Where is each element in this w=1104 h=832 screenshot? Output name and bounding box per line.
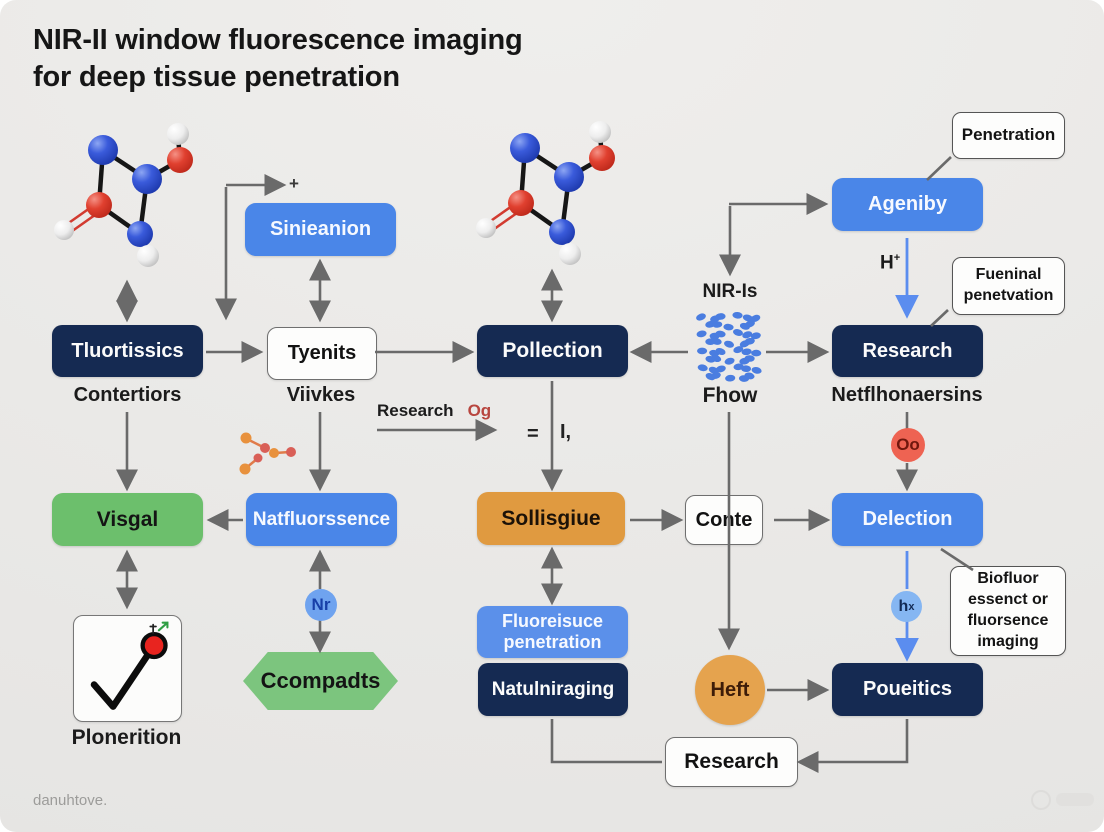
biofluor-line-4: imaging — [977, 632, 1039, 650]
callout-fueninal: Fueninal penetvation — [952, 257, 1065, 315]
oo-badge: Oo — [891, 428, 925, 462]
trend-check-icon — [90, 621, 169, 710]
caption-plonerition: Plonerition — [71, 726, 182, 749]
node-visgal: Visgal — [52, 493, 203, 546]
node-ccompadts: Ccompadts — [243, 652, 398, 710]
node-sinieanion: Sinieanion — [245, 203, 396, 256]
title-line-1: NIR-II window fluorescence imaging — [33, 24, 523, 56]
molecule-left-icon — [54, 123, 193, 267]
fueninal-line-1: Fueninal — [975, 266, 1042, 284]
corner-watermark — [1031, 790, 1094, 810]
molecule-center-icon — [476, 121, 615, 265]
caption-viivkes: Viivkes — [286, 384, 356, 406]
node-natulniraging: Natulniraging — [478, 663, 628, 716]
node-delection: Delection — [832, 493, 983, 546]
node-natfluorssence: Natfluorssence — [246, 493, 397, 546]
caption-contertiors: Contertiors — [73, 384, 182, 406]
arrow-poueitics-research — [796, 719, 909, 774]
node-poueitics: Poueitics — [832, 663, 983, 716]
nr-badge: Nr — [305, 589, 337, 621]
node-ageniby: Ageniby — [832, 178, 983, 231]
callout-biofluor: Biofluor essenct or fluorsence imaging — [950, 566, 1066, 656]
research-og-suffix: Og — [467, 401, 492, 420]
page-title: NIR-II window fluorescence imaging for d… — [33, 22, 523, 95]
node-tluortissics: Tluortissics — [52, 325, 203, 377]
hx-base: h — [898, 597, 909, 615]
node-tyenits: Tyenits — [267, 327, 377, 380]
label-fhow: Fhow — [702, 384, 758, 407]
fluoresuce-line-1: Fluoreisuce — [501, 611, 604, 632]
trend-up-icon — [149, 621, 169, 635]
label-nir-is: NIR-Is — [702, 281, 758, 302]
connector-penetration-callout — [926, 156, 952, 181]
nir-dot-cluster-icon — [696, 311, 762, 382]
biofluor-line-3: fluorsence — [967, 612, 1049, 629]
node-sollisgiue: Sollisgiue — [477, 492, 625, 545]
equation-term: I, — [560, 421, 572, 443]
node-conte: Conte — [685, 495, 763, 545]
fluoresuce-line-2: penetration — [503, 632, 602, 652]
caption-netflhonaersins: Netflhonaersins — [831, 384, 983, 406]
plus-sign: + — [289, 174, 299, 193]
h-plus-label: H+ — [880, 252, 900, 274]
watermark-text: danuhtove. — [33, 792, 108, 809]
heft-circle: Heft — [695, 655, 765, 725]
title-line-2: for deep tissue penetration — [33, 60, 400, 93]
plonerition-chart-icon — [73, 615, 182, 722]
fueninal-line-2: penetvation — [963, 287, 1054, 304]
node-fluoresuce: Fluoreisuce penetration — [477, 606, 628, 658]
connector-fueninal-callout — [930, 309, 949, 327]
label-research-og: Research Og — [377, 401, 491, 421]
equals-sign: = — [527, 423, 539, 445]
h-plus-sup: + — [893, 252, 901, 264]
research-og-word: Research — [377, 401, 454, 420]
mini-molecules-icon — [239, 432, 296, 475]
line-natulniraging-research — [550, 719, 662, 764]
callout-penetration: Penetration — [952, 112, 1065, 159]
biofluor-line-1: Biofluor — [977, 570, 1039, 588]
node-research-main: Research — [832, 325, 983, 377]
h-plus-base: H — [880, 252, 894, 274]
hx-sub: x — [908, 600, 915, 613]
node-research-bottom: Research — [665, 737, 798, 787]
biofluor-line-2: essenct or — [967, 591, 1049, 609]
node-pollection: Pollection — [477, 325, 628, 377]
